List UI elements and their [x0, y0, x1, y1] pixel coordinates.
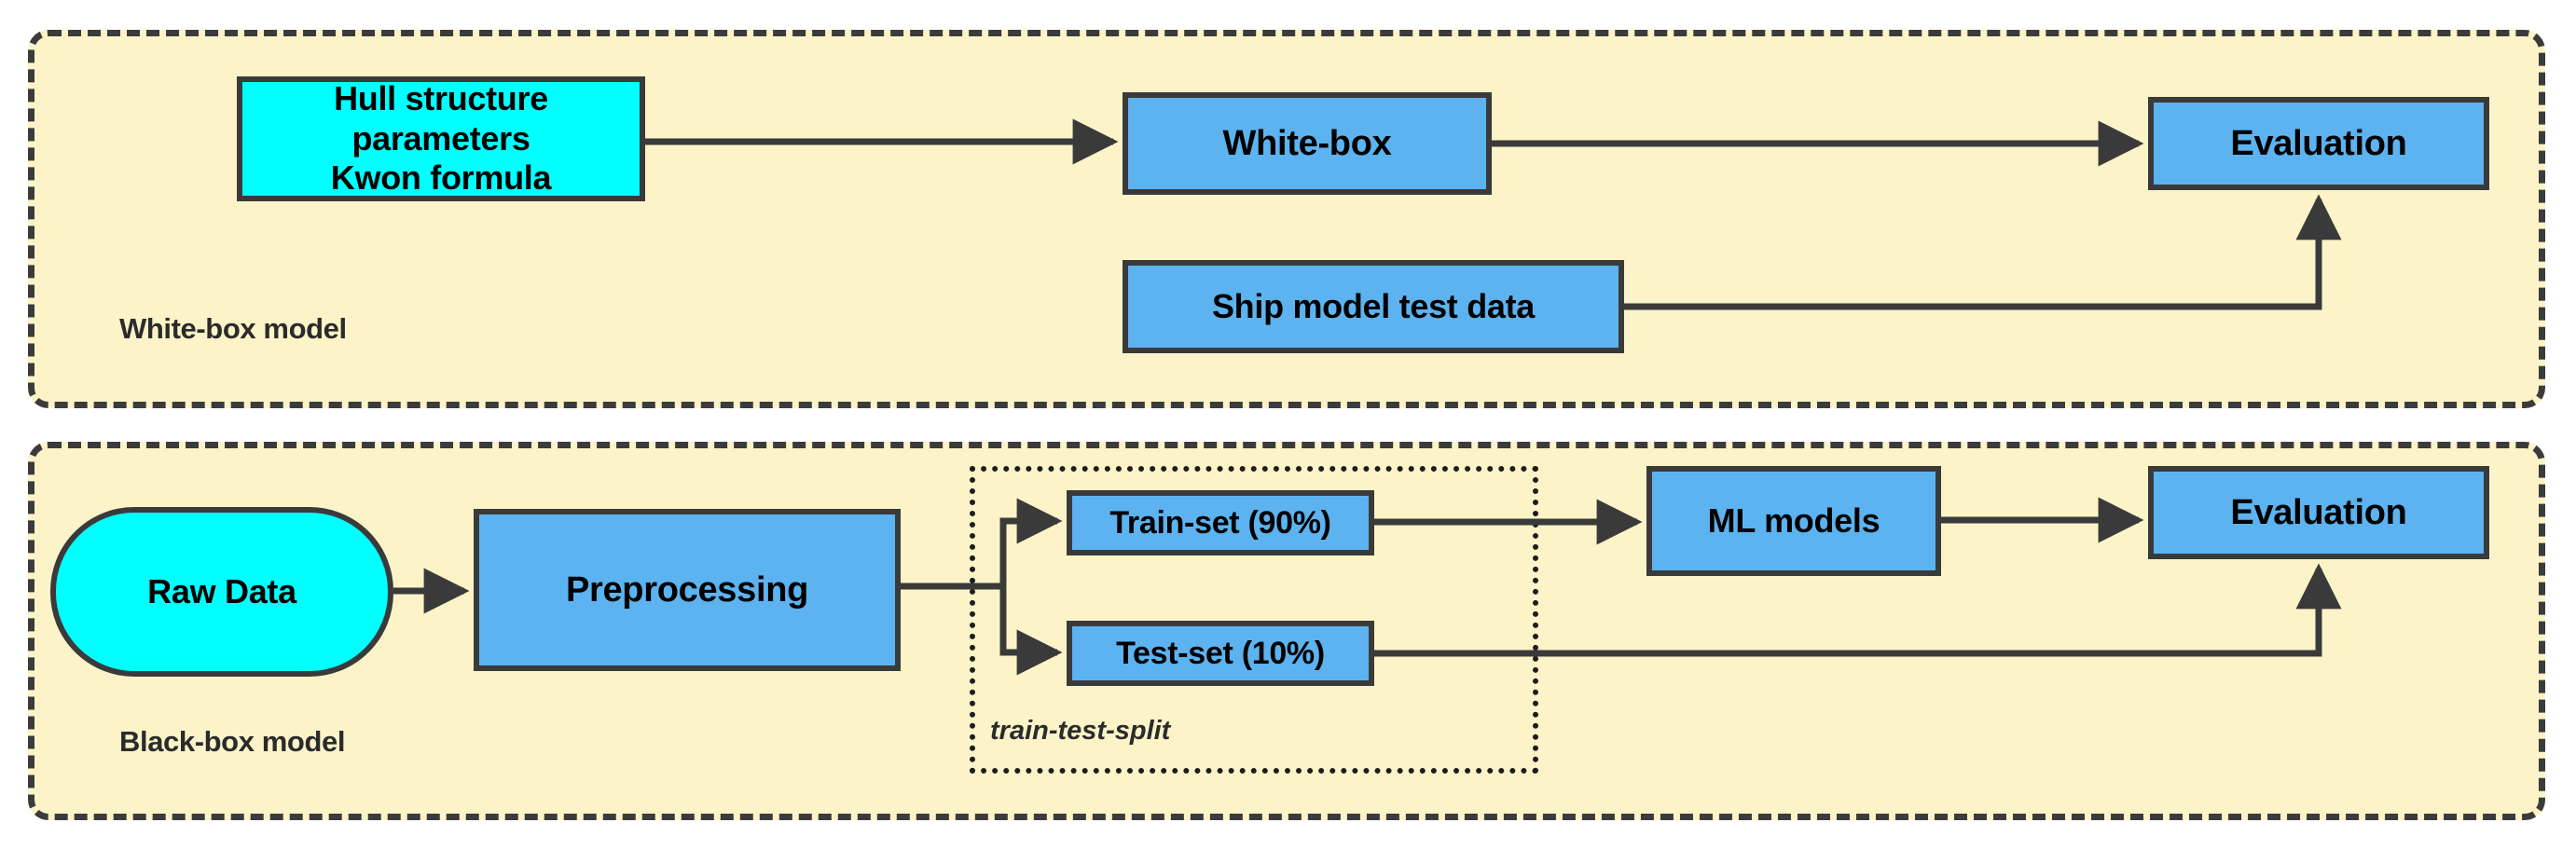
node-test-set[interactable]: Test-set (10%) [1067, 621, 1374, 686]
node-raw-data[interactable]: Raw Data [50, 507, 393, 677]
node-test-set-label: Test-set (10%) [1116, 635, 1325, 671]
node-hull-line2: Kwon formula [330, 158, 552, 198]
node-ml-models[interactable]: ML models [1646, 466, 1941, 576]
node-raw-data-label: Raw Data [147, 571, 296, 610]
node-white-box[interactable]: White-box [1123, 92, 1492, 195]
node-train-set[interactable]: Train-set (90%) [1067, 490, 1374, 555]
panel-white-box-caption: White-box model [119, 312, 347, 345]
node-train-set-label: Train-set (90%) [1109, 504, 1331, 541]
group-train-test-split-caption: train-test-split [990, 716, 1171, 746]
node-hull-line1: Hull structure parameters [334, 79, 548, 158]
node-ship-model-test-data-label: Ship model test data [1211, 286, 1536, 325]
node-preprocessing[interactable]: Preprocessing [474, 509, 901, 671]
node-white-box-label: White-box [1222, 123, 1392, 163]
node-ship-model-test-data[interactable]: Ship model test data [1123, 260, 1624, 353]
node-evaluation-bottom-label: Evaluation [2230, 492, 2407, 532]
node-preprocessing-label: Preprocessing [565, 569, 809, 610]
node-evaluation-top-label: Evaluation [2230, 123, 2407, 163]
panel-black-box-caption: Black-box model [119, 725, 346, 758]
node-evaluation-top[interactable]: Evaluation [2148, 97, 2489, 190]
node-hull-structure-parameters[interactable]: Hull structure parameters Kwon formula [237, 76, 645, 201]
node-evaluation-bottom[interactable]: Evaluation [2148, 466, 2489, 559]
node-ml-models-label: ML models [1707, 500, 1880, 540]
